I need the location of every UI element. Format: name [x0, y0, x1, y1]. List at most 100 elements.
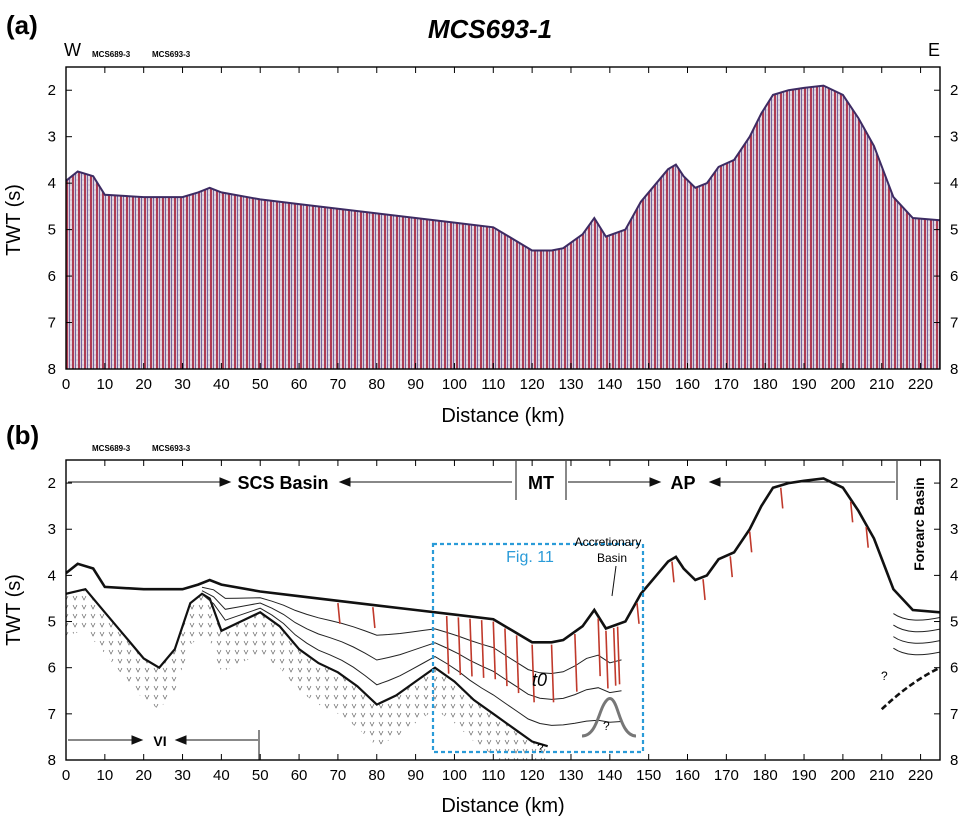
fault-line — [779, 487, 784, 509]
panel-b-ytick-label: 5 — [48, 614, 56, 631]
panel-a-xtick-label: 80 — [368, 376, 385, 393]
panel-a-xtick-label: 20 — [135, 376, 152, 393]
panel-b-ytick-label: 6 — [48, 660, 56, 677]
panel-a-ytick-label: 3 — [48, 129, 56, 146]
cross-line-label-b-1: MCS689-3 — [92, 444, 131, 453]
fig11-box — [431, 542, 645, 754]
panel-b-ytick-label-right: 8 — [950, 752, 958, 769]
zone-vi: VI — [153, 733, 166, 749]
fault-line — [729, 556, 734, 578]
zone-scs-basin: SCS Basin — [237, 473, 328, 493]
panel-b-xtick-label: 210 — [869, 767, 894, 784]
fig11-label: Fig. 11 — [506, 549, 554, 566]
panel-b-ytick-label-right: 2 — [950, 475, 958, 492]
fault-line — [636, 603, 640, 624]
fault-line — [702, 579, 706, 601]
panel-a-ytick-label-right: 4 — [950, 175, 958, 192]
panel-a-xtick-label: 100 — [442, 376, 467, 393]
panel-a-xtick-label: 150 — [636, 376, 661, 393]
panel-a-xtick-label: 50 — [252, 376, 269, 393]
fault-line — [469, 618, 473, 677]
panel-a-xlabel: Distance (km) — [441, 405, 564, 427]
panel-a-xtick-label: 190 — [792, 376, 817, 393]
fault-line — [550, 644, 555, 703]
forearc-horizon — [893, 613, 940, 621]
panel-a-xtick-label: 220 — [908, 376, 933, 393]
panel-a-xtick-label: 10 — [97, 376, 114, 393]
panel-a-xtick-label: 140 — [597, 376, 622, 393]
panel-b-ytick-label-right: 6 — [950, 660, 958, 677]
fault-line — [605, 630, 609, 689]
panel-b-xtick-label: 10 — [97, 767, 114, 784]
panel-a-xtick-label: 0 — [62, 376, 70, 393]
panel-a-xtick-label: 210 — [869, 376, 894, 393]
panel-b-xtick-label: 40 — [213, 767, 230, 784]
forearc-horizon — [893, 636, 940, 644]
panel-a-ytick-label-right: 8 — [950, 361, 958, 378]
panel-a-xtick-label: 120 — [520, 376, 545, 393]
fault-line — [504, 628, 508, 687]
fault-line — [445, 615, 450, 674]
panel-a-ytick-label-right: 7 — [950, 315, 958, 332]
west-label: W — [64, 40, 81, 60]
panel-b-ytick-label: 2 — [48, 475, 56, 492]
panel-b-xtick-label: 170 — [714, 767, 739, 784]
seismic-seafloor-reflector — [66, 84, 940, 252]
panel-b-xtick-label: 90 — [407, 767, 424, 784]
panel-b-xtick-label: 0 — [62, 767, 70, 784]
mound-question-mark: ? — [603, 719, 610, 733]
panel-a-ytick-label: 6 — [48, 268, 56, 285]
panel-b-xtick-label: 220 — [908, 767, 933, 784]
cross-line-label-a-2: MCS693-3 — [152, 50, 191, 59]
t0-label: t0 — [532, 670, 547, 690]
accretionary-basin-label-1: Accretionary — [575, 535, 642, 549]
panel-a-ytick-label-right: 6 — [950, 268, 958, 285]
panel-a-ytick-label: 5 — [48, 222, 56, 239]
panel-b-xtick-label: 150 — [636, 767, 661, 784]
forearc-horizons — [880, 613, 940, 711]
cross-line-label-a-1: MCS689-3 — [92, 50, 131, 59]
panel-b-label: (b) — [6, 420, 39, 450]
interpretation — [66, 461, 940, 760]
panel-b-xtick-label: 20 — [135, 767, 152, 784]
basement-line — [66, 587, 549, 748]
east-label: E — [928, 40, 940, 60]
panel-b-ytick-label: 4 — [48, 567, 56, 584]
panel-a-xtick-label: 60 — [291, 376, 308, 393]
panel-b-xtick-label: 30 — [174, 767, 191, 784]
panel-a-ytick-label-right: 5 — [950, 222, 958, 239]
fault-line — [865, 526, 869, 548]
panel-b-xtick-label: 140 — [597, 767, 622, 784]
fault-line — [480, 620, 485, 678]
panel-b-xlabel: Distance (km) — [441, 795, 564, 817]
panel-a-xtick-label: 90 — [407, 376, 424, 393]
panel-b-xtick-label: 60 — [291, 767, 308, 784]
panel-b-xtick-label: 180 — [753, 767, 778, 784]
panel-a-ytick-label-right: 3 — [950, 129, 958, 146]
forearc-horizon — [893, 624, 940, 633]
forearc-horizon — [893, 647, 940, 656]
panel-a-xtick-label: 170 — [714, 376, 739, 393]
panel-a-xtick-label: 160 — [675, 376, 700, 393]
zone-arrows — [68, 461, 898, 760]
fault-line — [574, 633, 578, 692]
panel-a-xtick-label: 110 — [481, 376, 505, 393]
zone-mt: MT — [528, 473, 554, 493]
panel-b-xtick-label: 70 — [330, 767, 347, 784]
fault-line — [597, 618, 601, 677]
panel-a-ytick-label: 4 — [48, 175, 56, 192]
fault-line — [492, 621, 497, 680]
cross-line-label-b-2: MCS693-3 — [152, 444, 191, 453]
panel-b-xtick-label: 160 — [675, 767, 700, 784]
fault-line — [849, 501, 854, 523]
panel-a-title: MCS693-1 — [428, 14, 552, 44]
faults — [337, 487, 869, 703]
panel-b-xtick-label: 120 — [520, 767, 545, 784]
panel-a-ylabel: TWT (s) — [3, 184, 25, 256]
panel-b-xtick-label: 50 — [252, 767, 269, 784]
panel-a-ytick-label: 8 — [48, 361, 56, 378]
fault-line — [616, 626, 621, 685]
